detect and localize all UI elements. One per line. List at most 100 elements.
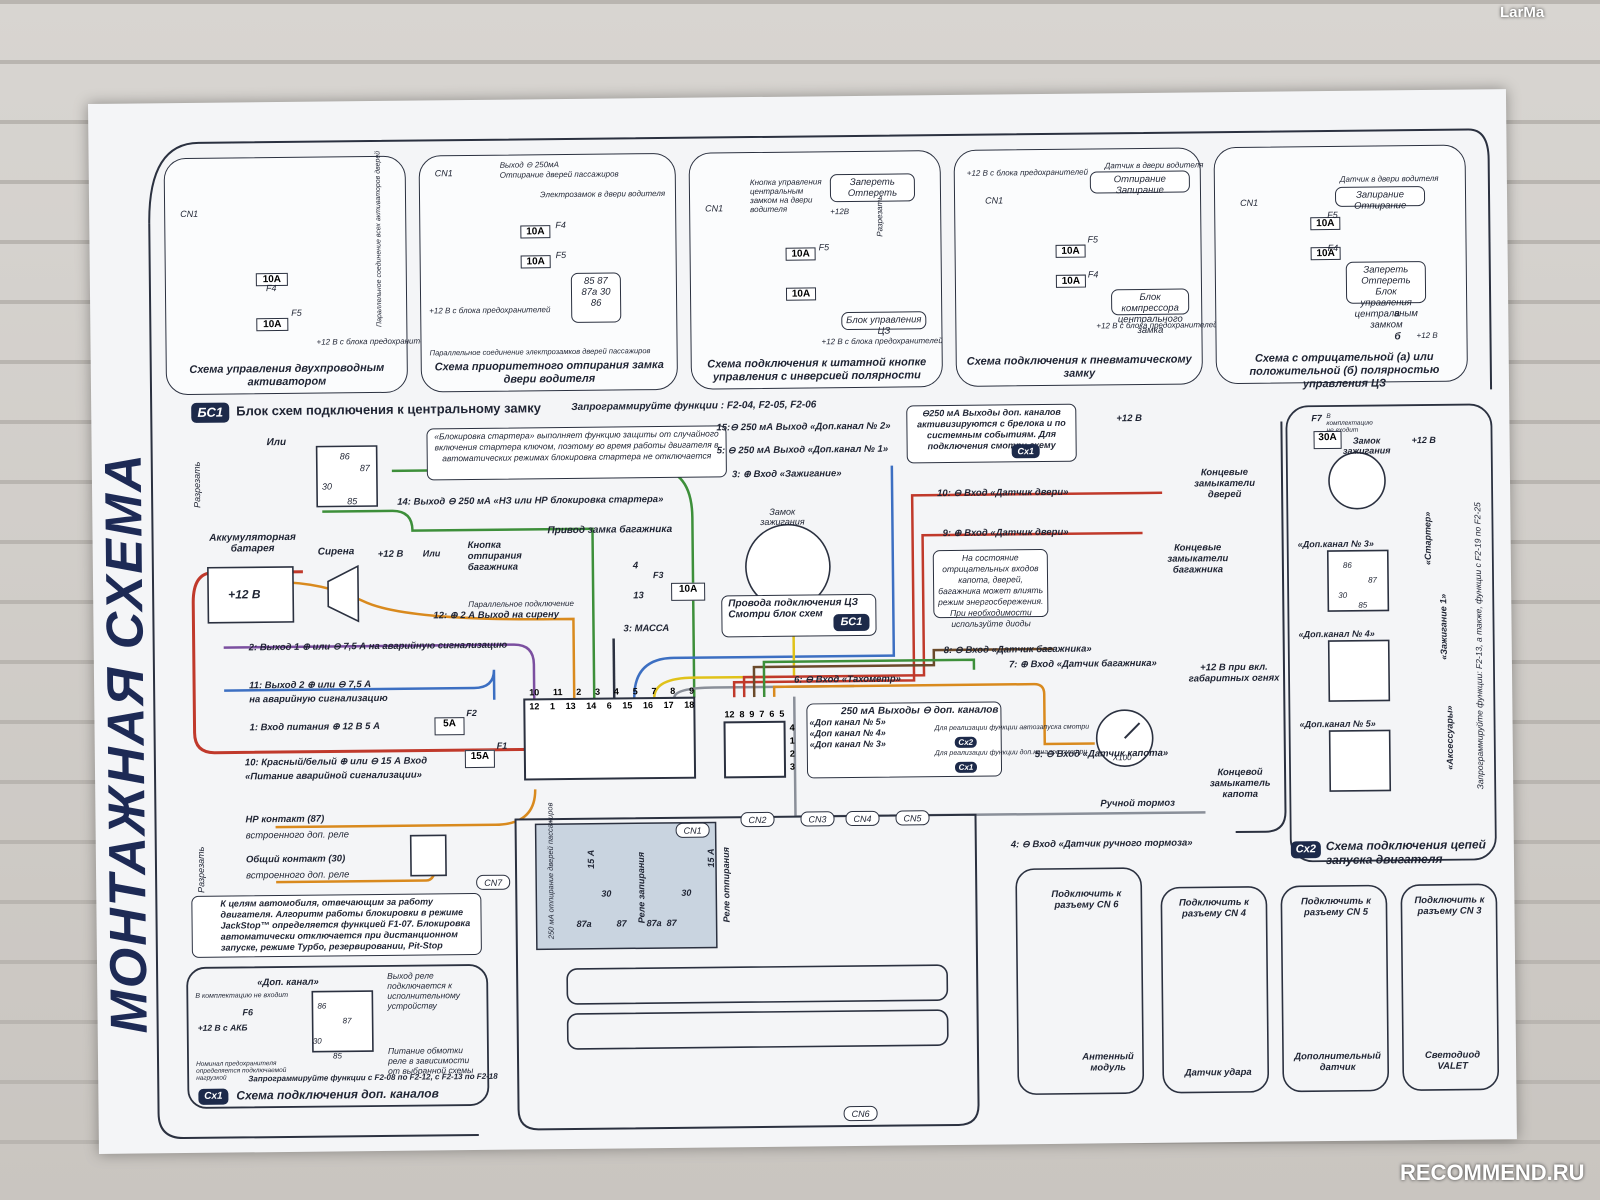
relay-87: 87 (597, 275, 608, 287)
trunk-drive-label: Привод замка багажника (547, 523, 673, 537)
cx2-f7: F7 (1311, 413, 1322, 424)
wire-1: 1: Вход питания ⊕ 12 В 5 А (249, 720, 380, 734)
pin: 8 (670, 685, 676, 696)
pin: 15 (622, 700, 633, 711)
cx2-ign-lock: Замок зажигания (1342, 435, 1391, 456)
otperet-label: Отперeть (1361, 275, 1411, 287)
button-switch: Запереть Отпереть (829, 173, 916, 203)
pin: 7 (651, 686, 657, 697)
pin: 5 (779, 708, 785, 719)
zapir-label: Запирание (1356, 189, 1405, 201)
pin: 5 (632, 686, 638, 697)
relay-30: 30 (599, 286, 611, 298)
cx2-acc: «Аксессуары» (1444, 705, 1456, 770)
bs1-diagram-4: Схема подключения к пневматическому замк… (953, 147, 1218, 387)
extra-ch-title: 250 мА Выходы ⊖ доп. каналов (840, 704, 999, 718)
module-valet-foot: Светодиод VALET (1424, 1049, 1481, 1072)
relay-87a-2: 87а (646, 918, 662, 929)
cn1-label: CN1 (675, 822, 710, 838)
module-antenna-head: Подключить к разъему CN 6 (1051, 888, 1122, 911)
cn-label: CN1 (985, 195, 1004, 206)
lock-label: Электрозамок в двери водителя (539, 188, 666, 200)
fuse-f4: 10A (785, 287, 817, 301)
cx2-channel-5: «Доп.канал № 5» (1299, 718, 1376, 730)
siren-label: Сирена (317, 546, 355, 558)
pin: 9 (688, 685, 695, 696)
parallel-label: Параллельное подключение (468, 598, 574, 610)
module-extra-head: Подключить к разъему CN 5 (1300, 895, 1371, 919)
channels-box: ⊖250 мА Выходы доп. каналов активизируют… (906, 403, 1077, 464)
wire-11-b: на аварийную сигнализацию (249, 692, 388, 706)
fuse-f3-label: F3 (652, 569, 664, 581)
pin: 10 (529, 687, 540, 698)
pin: 4 (613, 686, 619, 697)
relay-30: 30 (321, 481, 333, 492)
relay-15a: 15 А (585, 849, 597, 869)
cx2-starter: «Стартер» (1422, 511, 1433, 566)
pin: 2 (576, 686, 582, 697)
pin: 18 (684, 699, 695, 710)
cx1-relay-86: 86 (317, 1001, 327, 1011)
pins-top: 10 11 2 3 4 5 7 8 9 (529, 686, 694, 698)
cx1-relay-30: 30 (312, 1036, 322, 1046)
pin: 11 (552, 687, 563, 698)
handbrake-label: Ручной тормоз (1100, 797, 1176, 810)
button-label: Кнопка управления центральным замком на … (749, 177, 822, 215)
door-switch-label: Концевые замыкатели дверей (1194, 466, 1256, 501)
fuse-f4: 10A (1055, 274, 1086, 288)
cut-label: Разрезать (875, 195, 885, 237)
ignition-label: Замок зажигания (760, 506, 805, 527)
cx1-f6: F6 (242, 1007, 254, 1018)
parallel-label: Параллельное соединение электрозамков дв… (429, 346, 651, 358)
relay-30-2: 30 (681, 887, 692, 898)
wire-10-door: 10: ⊖ Вход «Датчик двери» (937, 486, 1069, 500)
relay-85: 85 (583, 275, 595, 287)
wire-10-b: «Питание аварийной сигнализации» (244, 769, 422, 783)
battery-label: Аккумуляторная батарея (209, 531, 296, 555)
starter-note: «Блокировка стартера» выполняет функцию … (426, 425, 727, 481)
parallel-label: Параллельное соединение всех активаторов… (374, 150, 384, 327)
wire-8-trunk: 8: ⊖ Вход «Датчик багажника» (943, 643, 1092, 657)
bs1-caption-5: Схема с отрицательной (а) или положитель… (1249, 350, 1440, 391)
cx1-dop-channel: «Доп. канал» (257, 976, 319, 989)
cx1-tag: Сх1 (198, 1088, 229, 1105)
pin: 12 (529, 701, 540, 712)
pin: 7 (759, 708, 765, 720)
diodes-note: На состояние отрицательных входов капота… (932, 548, 1049, 629)
trunk-switch-label: Концевые замыкатели багажника (1167, 542, 1229, 576)
otperet-label: Отпереть (847, 187, 898, 200)
wire-10-a: 10: Красный/белый ⊕ или ⊖ 15 А Вход (244, 755, 428, 769)
relay-cut: Разрезать (195, 846, 207, 893)
fuse-f2: 5A (434, 717, 465, 736)
sensor-label: Датчик в двери водителя (1104, 160, 1204, 171)
pin: 6 (606, 700, 612, 711)
cx2-tag: Сх2 (1290, 841, 1321, 859)
cn7-label: CN7 (476, 874, 511, 890)
wire-6-tacho: 6: ⊖ Вход «Тахометр» (794, 673, 901, 686)
block-label: Блок управления центральным замком (1354, 286, 1418, 331)
wire-num-4: 4 (632, 560, 639, 572)
plus12b-label: +12 В с блока предохранителей (1096, 320, 1218, 331)
wire-15: 15:⊖ 250 мА Выход «Доп.канал № 2» (716, 420, 891, 434)
extra-ch-tag-2: Сх2 (954, 736, 977, 748)
gabarit-label: +12 В при вкл. габаритных огнях (1188, 661, 1280, 685)
relay-15a-2: 15 А (705, 848, 717, 868)
sensor-label: Датчик в двери водителя (1339, 173, 1439, 184)
relay-86: 86 (590, 297, 602, 309)
fuse-f5: 10A (256, 317, 289, 332)
variant-a: а (1394, 308, 1400, 320)
variant-b: б (1394, 331, 1401, 343)
pin: 3 (595, 686, 601, 697)
common-contact-2: встроенного доп. реле (246, 869, 350, 882)
relay-87a: 87а (581, 286, 598, 298)
fuse-f1: 15A (464, 749, 495, 769)
plus12-label: +12 В (1416, 330, 1438, 341)
otpir-label: Отпирание (1113, 173, 1166, 186)
bs1-caption-4: Схема подключения к пневматическому замк… (966, 353, 1192, 380)
pin: 13 (565, 700, 576, 712)
jackstop-note: К целям автомобиля, отвечающим за работу… (191, 892, 482, 958)
cz-wires-label: Провода подключения ЦЗ (728, 596, 859, 610)
